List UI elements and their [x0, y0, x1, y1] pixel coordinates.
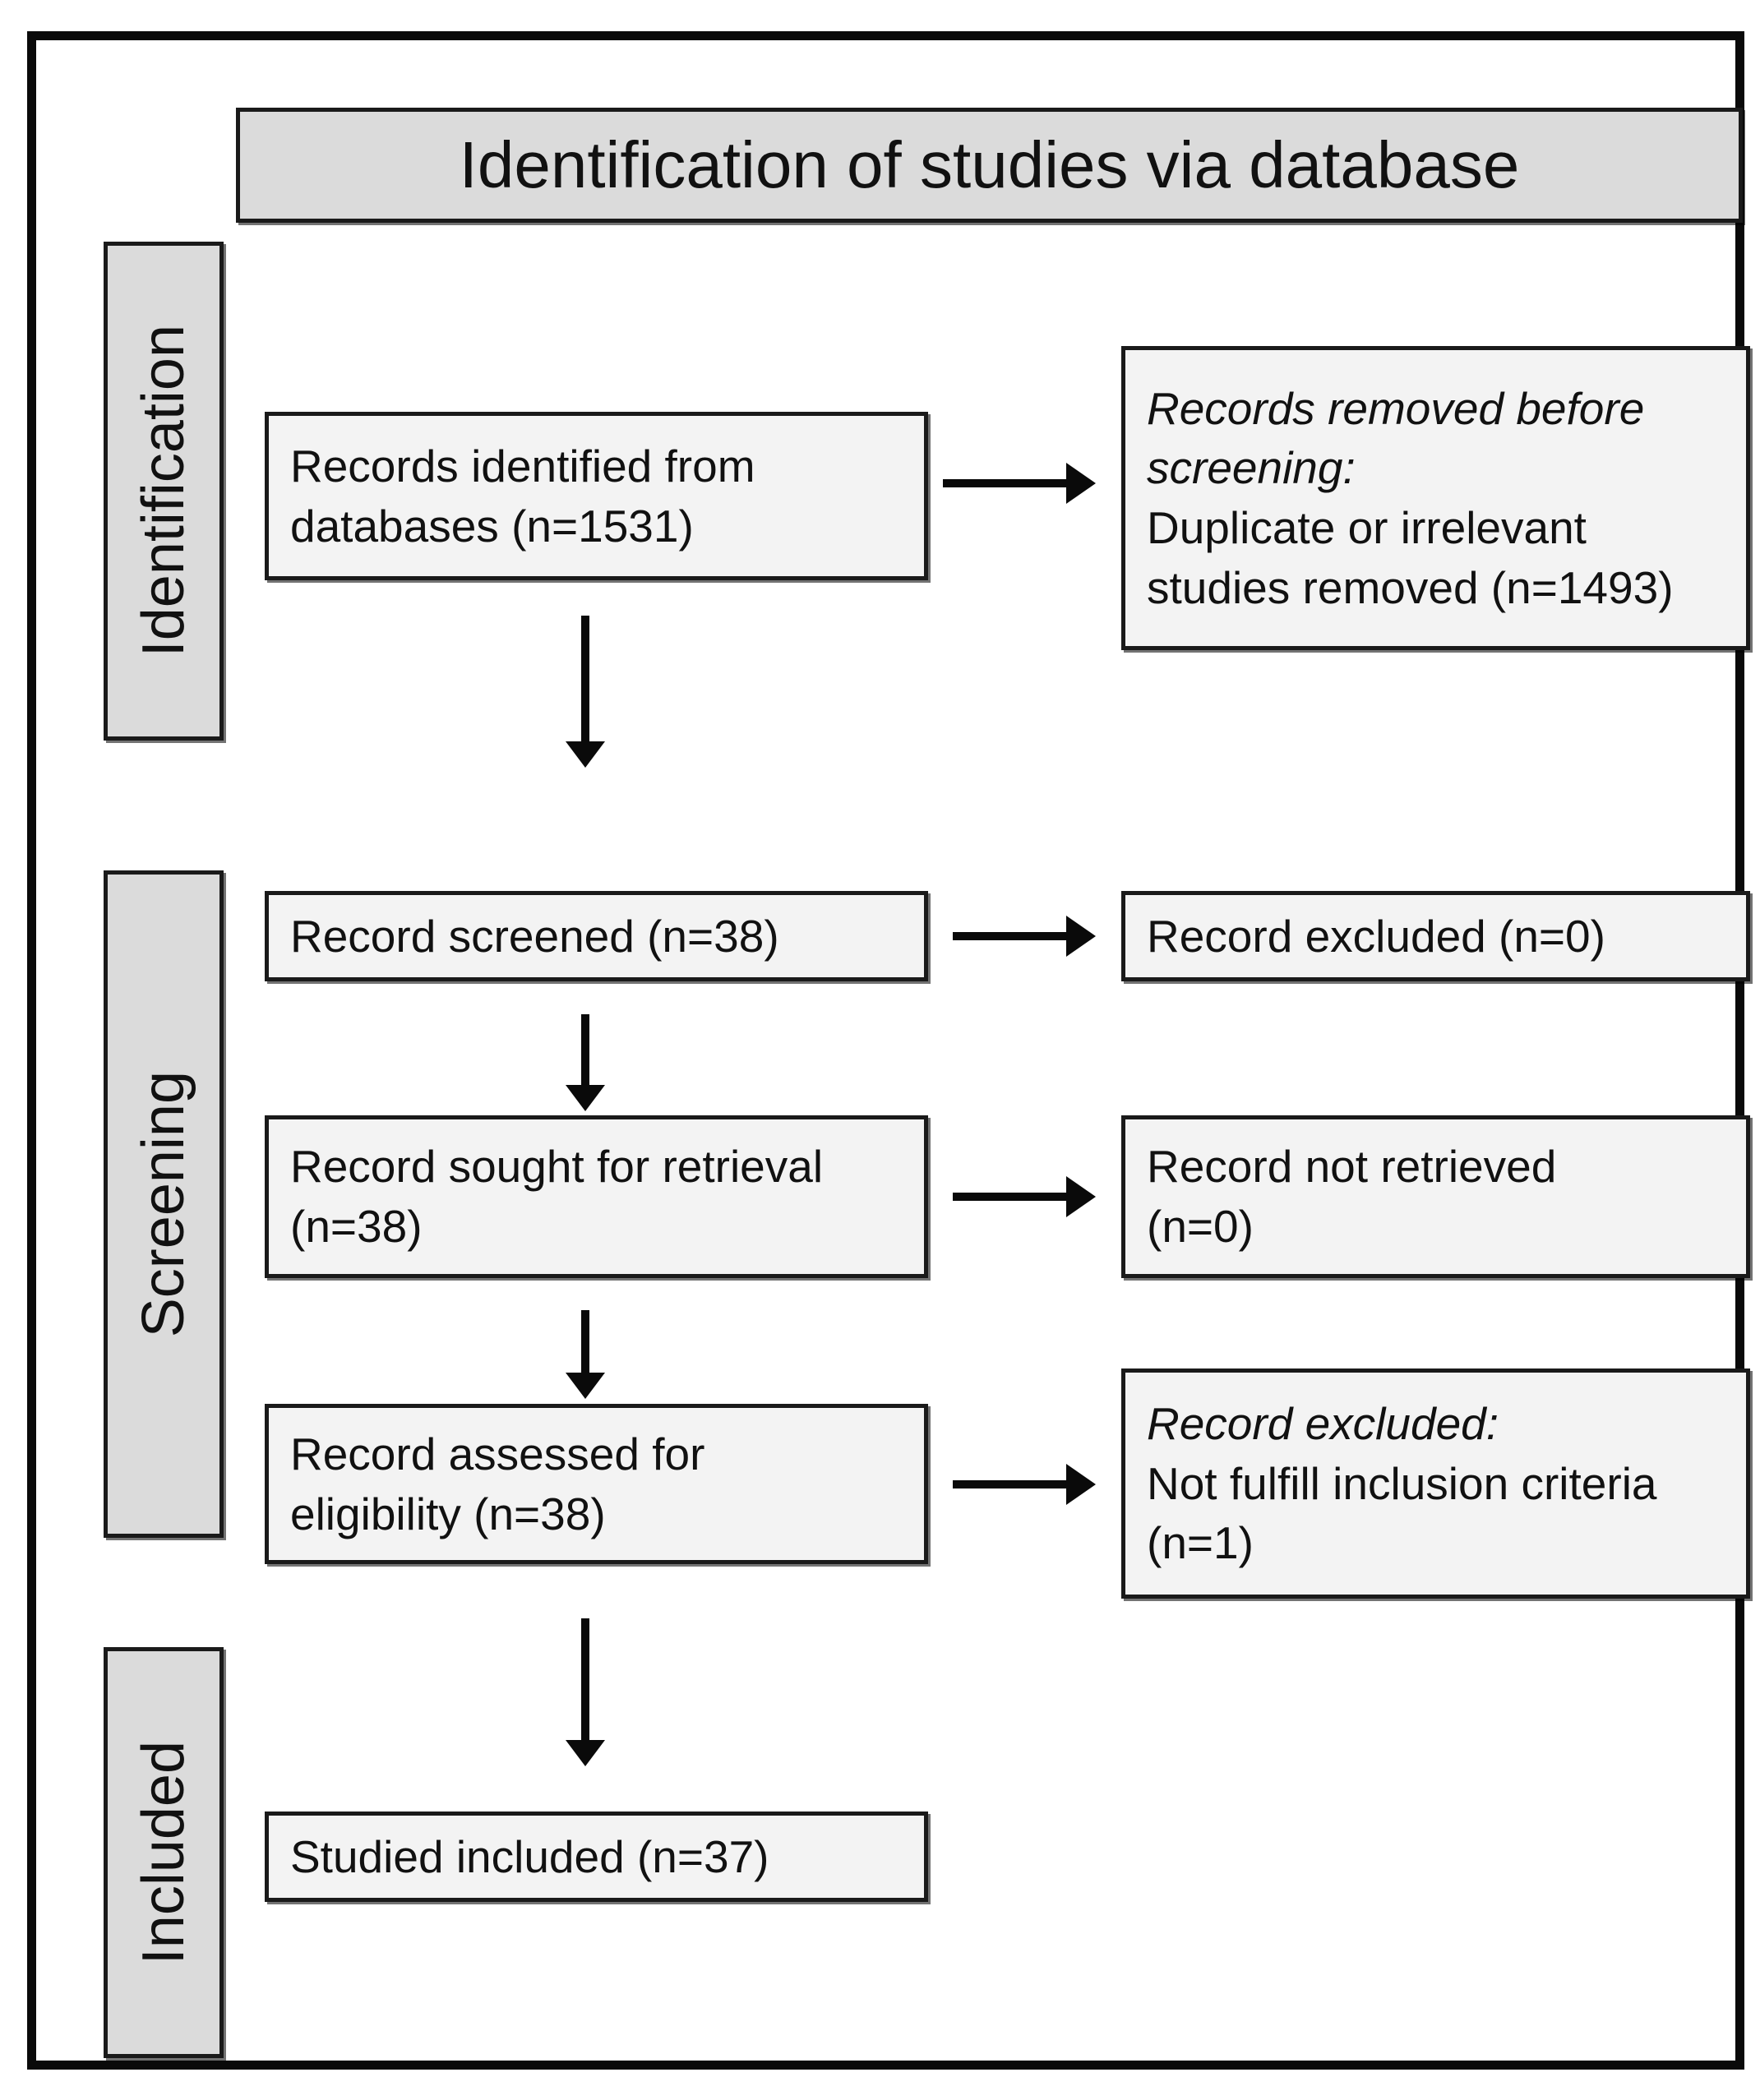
arrow-right-icon-eligibility-to-excluded	[953, 1480, 1068, 1488]
box-record-eligibility: Record assessed for eligibility (n=38)	[265, 1404, 928, 1564]
box-records-removed-line4: studies removed (n=1493)	[1147, 561, 1674, 613]
arrow-down-icon-screened-to-sought	[581, 1014, 589, 1087]
box-records-identified-line2: databases (n=1531)	[290, 500, 694, 552]
box-record-excluded-zero: Record excluded (n=0)	[1121, 891, 1750, 981]
stage-label-identification: Identification	[104, 242, 224, 741]
box-record-not-retrieved: Record not retrieved (n=0)	[1121, 1115, 1750, 1278]
arrow-right-icon-sought-to-not-retrieved	[953, 1193, 1068, 1201]
box-record-excluded-criteria-line1: Record excluded:	[1147, 1398, 1499, 1450]
arrow-right-icon-screened-to-excluded	[953, 932, 1068, 940]
box-record-screened: Record screened (n=38)	[265, 891, 928, 981]
arrow-down-icon-identified-to-screened	[581, 616, 589, 743]
stage-label-screening-text: Screening	[131, 1070, 196, 1338]
box-records-removed-line1: Records removed before	[1147, 382, 1645, 434]
box-record-screened-line1: Record screened (n=38)	[290, 910, 779, 962]
box-studies-included-line1: Studied included (n=37)	[290, 1830, 769, 1882]
stage-label-screening: Screening	[104, 870, 224, 1538]
box-record-excluded-criteria-line3: (n=1)	[1147, 1517, 1254, 1569]
box-records-removed-line3: Duplicate or irrelevant	[1147, 502, 1587, 553]
box-studies-included: Studied included (n=37)	[265, 1812, 928, 1902]
diagram-title-banner: Identification of studies via database	[236, 108, 1743, 223]
stage-label-included-text: Included	[131, 1740, 196, 1965]
box-record-eligibility-line1: Record assessed for	[290, 1428, 705, 1479]
box-records-identified-line1: Records identified from	[290, 440, 755, 492]
page-title: Identification of studies via database	[459, 128, 1520, 201]
arrow-right-icon-identified-to-removed	[943, 479, 1068, 487]
box-record-not-retrieved-line1: Record not retrieved	[1147, 1141, 1557, 1193]
diagram-frame: Identification of studies via database I…	[27, 31, 1750, 2070]
box-records-removed: Records removed before screening: Duplic…	[1121, 346, 1750, 650]
box-records-removed-line2: screening:	[1147, 442, 1356, 494]
box-record-sought: Record sought for retrieval (n=38)	[265, 1115, 928, 1278]
box-record-not-retrieved-line2: (n=0)	[1147, 1201, 1254, 1252]
arrow-down-icon-sought-to-eligibility	[581, 1310, 589, 1374]
box-record-excluded-criteria-line2: Not fulfill inclusion criteria	[1147, 1457, 1657, 1509]
box-record-excluded-zero-line1: Record excluded (n=0)	[1147, 910, 1605, 962]
box-record-eligibility-line2: eligibility (n=38)	[290, 1488, 606, 1539]
box-record-excluded-criteria: Record excluded: Not fulfill inclusion c…	[1121, 1368, 1750, 1599]
box-record-sought-line2: (n=38)	[290, 1201, 423, 1252]
stage-label-identification-text: Identification	[131, 325, 196, 658]
stage-label-included: Included	[104, 1647, 224, 2058]
box-record-sought-line1: Record sought for retrieval	[290, 1141, 824, 1193]
arrow-down-icon-eligibility-to-included	[581, 1618, 589, 1742]
box-records-identified: Records identified from databases (n=153…	[265, 412, 928, 580]
